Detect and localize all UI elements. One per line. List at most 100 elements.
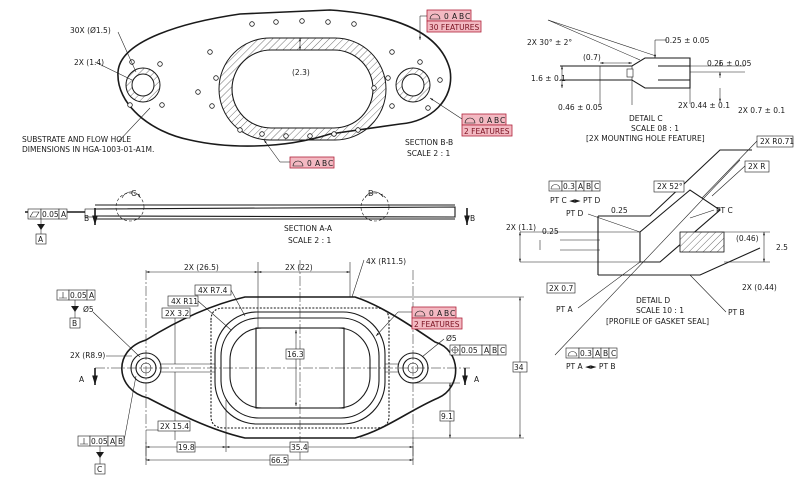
cut-b-left: B (84, 214, 89, 223)
detail-d-r071-label: 2X R0.71 (701, 135, 794, 199)
plan-35-4: 35.4 (291, 443, 308, 452)
detail-d-0-7-label: 2X 0.7 (546, 282, 576, 294)
svg-text:A: A (61, 210, 67, 219)
svg-text:A: A (595, 349, 601, 358)
svg-text:C: C (465, 12, 470, 21)
svg-text:2X R: 2X R (748, 162, 766, 171)
perp-c-fcf: 0.05 A B C (77, 375, 137, 475)
profile-of-surface-icon (429, 13, 441, 20)
perpendicularity-icon (59, 292, 67, 299)
detail-c-angle: 2X 30° ± 2° (527, 38, 572, 47)
section-a-a-title: SECTION A-A (284, 224, 333, 233)
detail-d-r-label: 2X R (711, 160, 770, 197)
plan-features-label: 2 FEATURES (414, 320, 460, 329)
detail-d-ptab: PT A ◄► PT B (566, 362, 616, 371)
detail-d-0-44: 2X (0.44) (742, 283, 777, 292)
detail-c-0-25-right: 0.25 ± 0.05 (707, 59, 752, 68)
plan-66-5: 66.5 (271, 456, 288, 465)
detail-d-prof-fcf: 0.3 A B C (548, 180, 601, 192)
plan-16-3-label: 16.3 (285, 330, 305, 406)
fcf-right-2: 0 A B C 2 FEATURES (429, 97, 513, 137)
svg-text:C: C (594, 182, 599, 191)
svg-text:2X R0.71: 2X R0.71 (760, 137, 794, 146)
svg-text:4X R11: 4X R11 (171, 297, 198, 306)
note-30x-dia: 30X (Ø1.5) (70, 26, 111, 35)
svg-text:0: 0 (444, 12, 449, 21)
profile-of-surface-icon (464, 117, 476, 124)
datum-a: A (38, 235, 44, 244)
detail-d-prof2-fcf: 0.3 A B C (565, 347, 618, 359)
substrate-outline (117, 9, 452, 147)
svg-text:0: 0 (307, 159, 312, 168)
detail-c-0-46: 0.46 ± 0.05 (558, 103, 603, 112)
svg-text:C: C (328, 159, 333, 168)
svg-text:4X R7.4: 4X R7.4 (198, 286, 228, 295)
svg-text:A: A (487, 116, 493, 125)
svg-text:B: B (603, 349, 608, 358)
profile-of-surface-icon (567, 351, 578, 357)
fcf-bottom: 0 A B C (263, 139, 335, 169)
cut-b-right: B (470, 214, 475, 223)
section-a-a: B B C D 0.05 A A SECTION A-A SCALE 2 : 1 (25, 189, 475, 245)
svg-text:C: C (450, 309, 455, 318)
svg-text:C: C (500, 346, 505, 355)
svg-text:B: B (459, 12, 464, 21)
svg-text:C: C (500, 116, 505, 125)
detail-d-0-46: (0.46) (736, 234, 759, 243)
svg-text:0.3: 0.3 (580, 349, 592, 358)
detail-c-title: DETAIL C (629, 114, 663, 123)
detail-d-2-5: 2.5 (776, 243, 788, 252)
profile-of-surface-icon (550, 184, 561, 190)
profile-of-surface-icon (292, 160, 304, 167)
detail-c-callout: C (131, 189, 136, 198)
svg-text:B: B (118, 437, 123, 446)
plan-r8-9: 2X (R8.9) (70, 351, 105, 360)
detail-d-0-25: 0.25 (611, 206, 628, 215)
svg-text:2X 3.2: 2X 3.2 (165, 309, 189, 318)
svg-text:0.3: 0.3 (563, 182, 575, 191)
plan-features-fcf: 0 A B C 2 FEATURES (375, 306, 463, 337)
section-b-b-title: SECTION B-B (405, 138, 453, 147)
detail-d-pta: PT A (556, 305, 573, 314)
plan-r7-4-label: 4X R7.4 (194, 284, 246, 317)
detail-d-ptd: PT D (566, 209, 583, 218)
svg-text:0: 0 (479, 116, 484, 125)
flow-port (231, 49, 374, 129)
svg-text:A: A (452, 12, 458, 21)
svg-text:B: B (72, 319, 77, 328)
detail-c-0-44: 2X 0.44 ± 0.1 (678, 101, 730, 110)
detail-d-scale: SCALE 10 : 1 (636, 306, 684, 315)
detail-c-0-25-top: 0.25 ± 0.05 (665, 36, 710, 45)
plan-19-8: 19.8 (178, 443, 195, 452)
cut-a-right: A (474, 375, 480, 384)
svg-text:B: B (322, 159, 327, 168)
detail-d-ptc: PT C (716, 206, 733, 215)
features-30-label: 30 FEATURES (429, 23, 480, 32)
flatness-icon (29, 211, 40, 218)
svg-text:C: C (611, 349, 616, 358)
svg-text:B: B (494, 116, 499, 125)
svg-text:0: 0 (429, 309, 434, 318)
section-a-a-scale: SCALE 2 : 1 (288, 236, 331, 245)
section-b-b-scale: SCALE 2 : 1 (407, 149, 450, 158)
svg-text:A: A (437, 309, 443, 318)
plan-dia-5-left: Ø5 (83, 305, 94, 314)
detail-d: 2X (1.1) 0.25 2X R0.71 2X R 2X 52° 0.3 A (506, 135, 794, 371)
features-2-label: 2 FEATURES (464, 127, 510, 136)
note-substrate-2: DIMENSIONS IN HGA-1003-01-A1M. (22, 145, 154, 154)
plan-15-4-label: 2X 15.4 (157, 420, 191, 432)
detail-c-0-7b: 2X 0.7 ± 0.1 (738, 106, 785, 115)
svg-text:B: B (492, 346, 497, 355)
plan-3-2-label: 2X 3.2 (161, 307, 191, 364)
svg-text:A: A (578, 182, 584, 191)
fcf-top-30: 0 A B C 30 FEATURES (419, 9, 482, 40)
svg-text:0.05: 0.05 (91, 437, 108, 446)
detail-d-0-25b: 0.25 (542, 227, 559, 236)
section-b-b: 30X (Ø1.5) 2X (1.4) (2.3) 0 A B C 30 FEA… (22, 9, 513, 169)
detail-c-scale: SCALE 08 : 1 (631, 124, 679, 133)
svg-text:A: A (315, 159, 321, 168)
detail-c: 2X 30° ± 2° (0.7) 0.25 ± 0.05 0.25 ± 0.0… (527, 19, 785, 143)
plan-view: A A Ø5 0.05 A B 2X (26.5) 2X (22) 4X (R1… (56, 257, 528, 475)
svg-text:0.05: 0.05 (461, 346, 478, 355)
